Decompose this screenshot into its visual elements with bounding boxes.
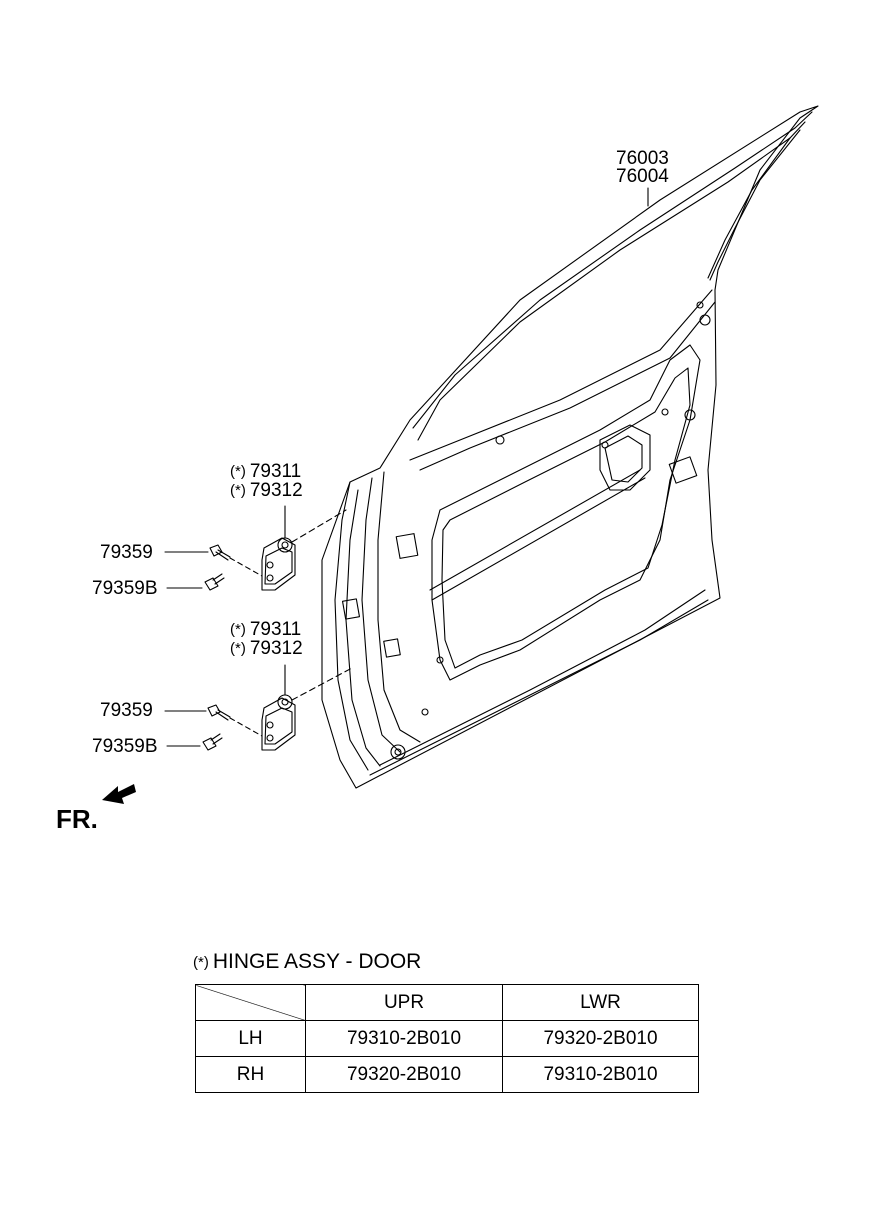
callout-lower-79359b: 79359B (92, 736, 158, 757)
callout-76003: 76003 (616, 148, 669, 169)
upper-bolts (164, 544, 263, 591)
upper-hinge (261, 505, 347, 591)
hinge-table: UPR LWR LH 79310-2B010 79320-2B010 RH 79… (195, 984, 699, 1093)
front-arrow-icon (102, 784, 136, 804)
callout-upper-79359: 79359 (100, 542, 153, 563)
callout-upper-79312: (*)79312 (230, 480, 303, 501)
hinge-table-title: (*)HINGE ASSY - DOOR (193, 950, 422, 973)
callout-upper-79359b: 79359B (92, 578, 158, 599)
table-row: LH 79310-2B010 79320-2B010 (195, 1020, 699, 1057)
star-mark: (*) (193, 954, 209, 971)
table-header-upr: UPR (305, 984, 503, 1021)
table-cell: 79310-2B010 (502, 1056, 699, 1093)
table-cell: 79320-2B010 (305, 1056, 503, 1093)
star-mark: (*) (230, 640, 246, 657)
star-mark: (*) (230, 463, 246, 480)
star-mark: (*) (230, 621, 246, 638)
star-mark: (*) (230, 482, 246, 499)
callout-upper-79311: (*)79311 (230, 461, 302, 482)
table-cell: RH (195, 1056, 306, 1093)
table-header-row: UPR LWR (195, 984, 699, 1021)
table-header-lwr: LWR (502, 984, 699, 1021)
table-cell: 79320-2B010 (502, 1020, 699, 1057)
lower-hinge (261, 664, 353, 751)
front-direction-label: FR. (56, 804, 98, 834)
door-frame (321, 105, 819, 789)
callout-lower-79312: (*)79312 (230, 638, 303, 659)
table-cell: 79310-2B010 (305, 1020, 503, 1057)
lower-bolts (164, 704, 263, 751)
callout-lower-79359: 79359 (100, 700, 153, 721)
table-corner-cell (195, 984, 306, 1021)
callout-76004: 76004 (616, 166, 669, 187)
table-row: RH 79320-2B010 79310-2B010 (195, 1056, 699, 1093)
table-cell: LH (195, 1020, 306, 1057)
callout-lower-79311: (*)79311 (230, 619, 302, 640)
